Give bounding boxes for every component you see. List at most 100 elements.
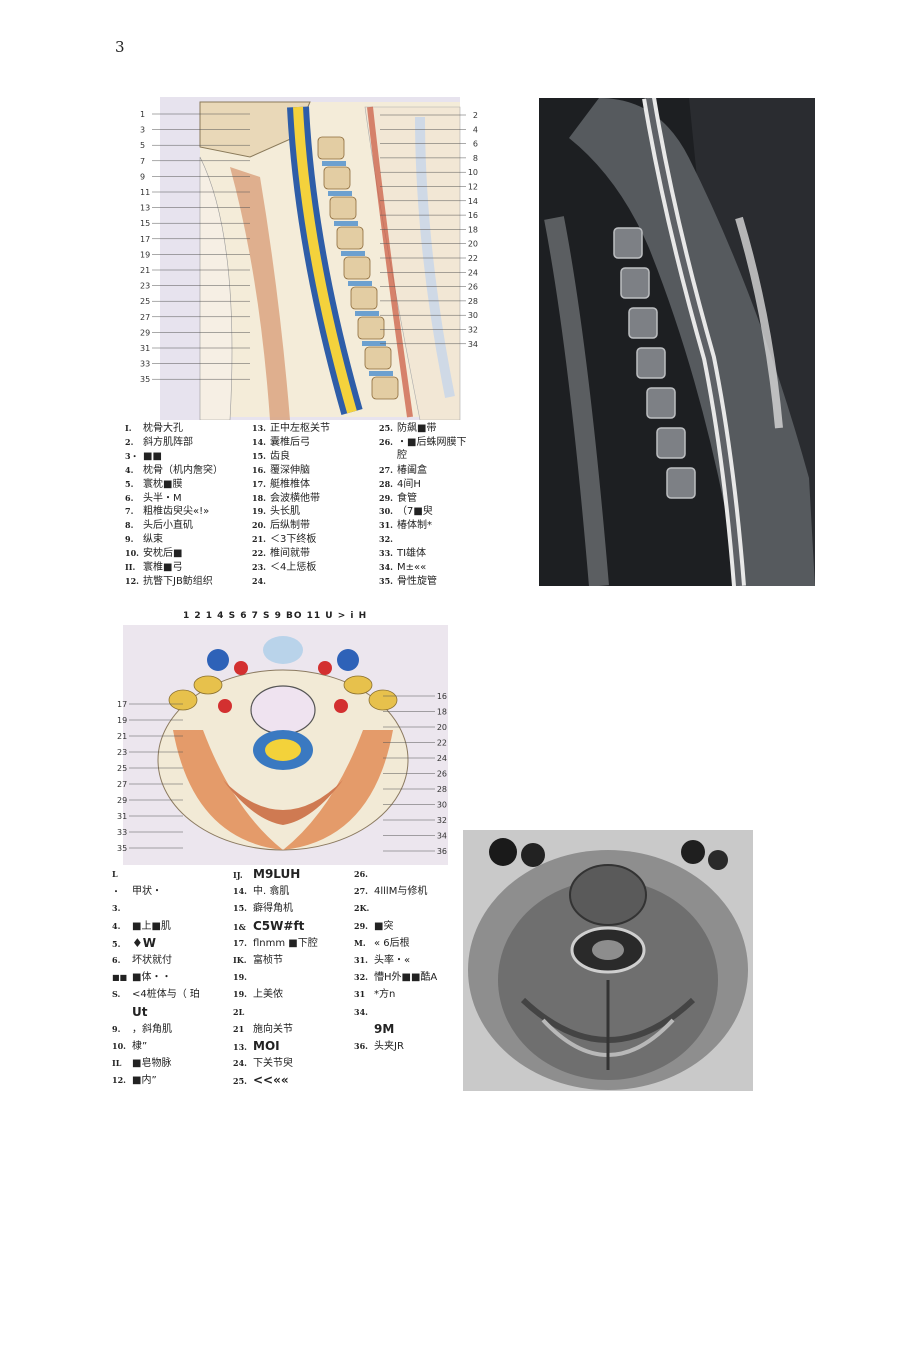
axial-right-callout-number: 22 bbox=[437, 739, 447, 748]
legend-entry: 9.，斜角肌 bbox=[112, 1022, 172, 1037]
legend-number: 2L bbox=[233, 1006, 245, 1017]
legend-number: 3. bbox=[112, 903, 121, 914]
legend-entry: 18.会波横他带 bbox=[252, 491, 320, 506]
sagittal-left-callout-number: 11 bbox=[140, 188, 150, 197]
legend-number: 12. bbox=[125, 575, 139, 586]
legend-number: 14. bbox=[233, 886, 247, 897]
legend-number: 33. bbox=[379, 548, 393, 559]
legend-entry: 24.下关节臾 bbox=[233, 1056, 293, 1071]
legend-label: 头夹JR bbox=[374, 1041, 404, 1052]
legend-entry: 17.艇椎椎体 bbox=[252, 477, 310, 492]
legend-entry: 20.后纵制带 bbox=[252, 518, 310, 533]
legend-number: IL bbox=[112, 1058, 122, 1069]
legend-number: M. bbox=[354, 937, 366, 948]
axial-left-callout-number: 29 bbox=[117, 796, 127, 805]
legend-entry: 16.覆深伸脑 bbox=[252, 463, 310, 478]
legend-number: 36. bbox=[354, 1041, 368, 1051]
legend-label: （7■臾 bbox=[397, 506, 433, 518]
legend-number: 17. bbox=[233, 937, 247, 948]
legend-label: ■上■肌 bbox=[132, 920, 171, 932]
legend-number: 3・ bbox=[125, 450, 139, 461]
axial-left-callout-number: 17 bbox=[117, 700, 127, 709]
legend-label: 抗瞥下JB鲂组织 bbox=[143, 575, 213, 587]
legend-label: 头半・M bbox=[143, 492, 182, 504]
sagittal-right-callout-number: 12 bbox=[468, 183, 478, 192]
legend-entry: 24. bbox=[252, 574, 270, 589]
legend-entry: 34. bbox=[354, 1005, 374, 1020]
sagittal-left-callout-number: 27 bbox=[140, 313, 150, 322]
legend-number: 24. bbox=[252, 575, 266, 586]
legend-number: I. bbox=[125, 423, 132, 433]
axial-right-callout-number: 30 bbox=[437, 801, 447, 810]
legend-entry: 2L bbox=[233, 1005, 253, 1020]
legend-entry: 17. flnmm ■下腔 bbox=[233, 936, 318, 951]
sagittal-right-callout-number: 14 bbox=[468, 197, 478, 206]
axial-right-callout-number: 36 bbox=[437, 847, 447, 856]
legend-entry: 14.中. 翕肌 bbox=[233, 884, 289, 899]
legend-label: flnmm ■下腔 bbox=[253, 937, 318, 949]
legend-entry: 25.防飙■带 bbox=[379, 421, 436, 436]
legend-entry: 34.M±«« bbox=[379, 560, 426, 575]
legend-number: IK. bbox=[233, 955, 247, 965]
legend-label: 甲状・ bbox=[132, 886, 162, 898]
axial-left-callout-number: 21 bbox=[117, 732, 127, 741]
legend-entry: 32.懵H外■■酷A bbox=[354, 970, 437, 985]
legend-label: Ut bbox=[132, 1004, 148, 1019]
legend-label: 施向关节 bbox=[253, 1023, 293, 1035]
axial-left-callout-number: 35 bbox=[117, 844, 127, 853]
sagittal-left-callout-number: 7 bbox=[140, 157, 145, 166]
legend-number: 27. bbox=[379, 464, 393, 475]
axial-left-callout-number: 31 bbox=[117, 812, 127, 821]
legend-number: 25. bbox=[379, 423, 393, 433]
sagittal-left-callout-number: 5 bbox=[140, 141, 145, 150]
legend-entry: 31.头率・« bbox=[354, 953, 410, 968]
legend-entry: 12. 抗瞥下JB鲂组织 bbox=[125, 574, 213, 589]
legend-entry: 10.棣” bbox=[112, 1039, 147, 1054]
legend-number: II. bbox=[125, 562, 136, 572]
legend-number: 28. bbox=[379, 478, 393, 489]
legend-label: 富桢节 bbox=[253, 955, 283, 966]
legend-entry: 8.头后小直矶 bbox=[125, 518, 193, 533]
legend-number: IJ. bbox=[233, 870, 243, 880]
legend-entry: IK. 富桢节 bbox=[233, 953, 283, 968]
legend-entry: ・甲状・ bbox=[112, 884, 162, 899]
legend-number: 26. bbox=[379, 436, 393, 447]
legend-label: 枕骨大孔 bbox=[143, 423, 183, 434]
legend-label: *方n bbox=[374, 989, 396, 1001]
legend-number: 7. bbox=[125, 506, 134, 517]
legend-label: 椿体制* bbox=[397, 520, 432, 532]
axial-left-callout-number: 19 bbox=[117, 716, 127, 725]
sagittal-left-callout-number: 23 bbox=[140, 282, 150, 291]
legend-entry: 26. ・■后蛛网膜下 bbox=[379, 435, 466, 450]
legend-entry: ■■■体・・ bbox=[112, 970, 171, 985]
legend-number: 19. bbox=[233, 989, 247, 1000]
legend-entry: 36. 头夹JR bbox=[354, 1039, 404, 1054]
legend-label: ，斜角肌 bbox=[132, 1023, 172, 1035]
sagittal-left-callout-number: 13 bbox=[140, 204, 150, 213]
legend-label: M9LUH bbox=[253, 867, 301, 881]
sagittal-right-callout-number: 10 bbox=[468, 168, 478, 177]
sagittal-mri-image bbox=[539, 96, 815, 587]
legend-number: 29. bbox=[379, 492, 393, 503]
legend-entry: 23.＜4上惩板 bbox=[252, 560, 316, 575]
legend-number: 31. bbox=[354, 955, 368, 965]
legend-entry: IL■皂物脉 bbox=[112, 1056, 171, 1071]
legend-number: 5. bbox=[125, 478, 134, 489]
legend-label: 粗椎齿臾尖«!» bbox=[143, 506, 210, 518]
legend-entry: 2.斜方肌阵部 bbox=[125, 435, 193, 450]
legend-label: ・■后蛛网膜下 bbox=[397, 436, 467, 448]
legend-entry: 4.枕骨（机内詹突） bbox=[125, 463, 223, 478]
legend-label: 头后小直矶 bbox=[143, 520, 193, 532]
sagittal-left-callout-number: 9 bbox=[140, 172, 145, 181]
legend-entry: S.<4桩体与（ 珀 bbox=[112, 987, 200, 1002]
legend-label: 腔 bbox=[397, 449, 407, 461]
legend-entry: IJ. M9LUH bbox=[233, 867, 300, 883]
legend-label: 上美侬 bbox=[253, 989, 283, 1001]
sagittal-left-callout-number: 17 bbox=[140, 235, 150, 244]
sagittal-right-callout-number: 2 bbox=[473, 111, 478, 120]
legend-entry: 1&C5W#ft bbox=[233, 919, 304, 935]
legend-label: MOI bbox=[253, 1039, 280, 1053]
legend-number: 24. bbox=[233, 1058, 247, 1069]
legend-number: 32. bbox=[354, 972, 368, 983]
legend-label: TI雄体 bbox=[397, 548, 427, 560]
